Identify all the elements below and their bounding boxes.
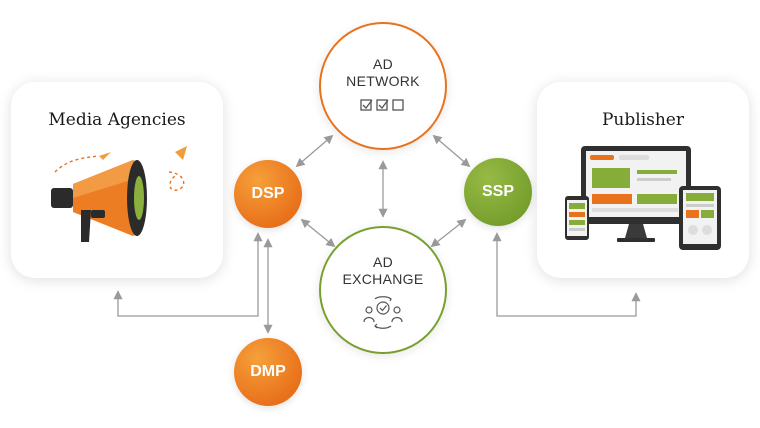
dsp-node: DSP	[234, 160, 302, 228]
dmp-label: DMP	[250, 363, 286, 380]
dsp-network-connector	[295, 134, 334, 168]
ssp-label: SSP	[481, 183, 514, 200]
devices-icon	[565, 146, 721, 250]
ssp-node: SSP	[464, 158, 532, 226]
ad-network-label-line1: AD	[372, 56, 394, 72]
ad-network-node: AD NETWORK	[319, 22, 447, 150]
ad-exchange-label-line1: AD	[372, 254, 394, 270]
ad-exchange-node: AD EXCHANGE	[319, 226, 447, 354]
dsp-label: DSP	[251, 185, 285, 202]
media-agencies-title: Media Agencies	[48, 110, 186, 130]
people-exchange-icon	[363, 296, 403, 329]
ssp-network-connector	[432, 134, 471, 168]
ad-network-label-line2: NETWORK	[346, 73, 420, 89]
media-agencies-card: Media Agencies	[11, 82, 223, 278]
ssp-publisher-connector	[492, 232, 641, 317]
checklist-icon	[360, 99, 404, 111]
dsp-exchange-connector	[300, 218, 336, 248]
dsp-agencies-connector	[113, 232, 263, 317]
ssp-exchange-connector	[430, 218, 467, 248]
dmp-node: DMP	[234, 338, 302, 406]
ad-exchange-label-line2: EXCHANGE	[342, 271, 424, 287]
megaphone-icon	[51, 146, 187, 242]
publisher-title: Publisher	[601, 110, 684, 130]
publisher-card: Publisher	[537, 82, 749, 278]
